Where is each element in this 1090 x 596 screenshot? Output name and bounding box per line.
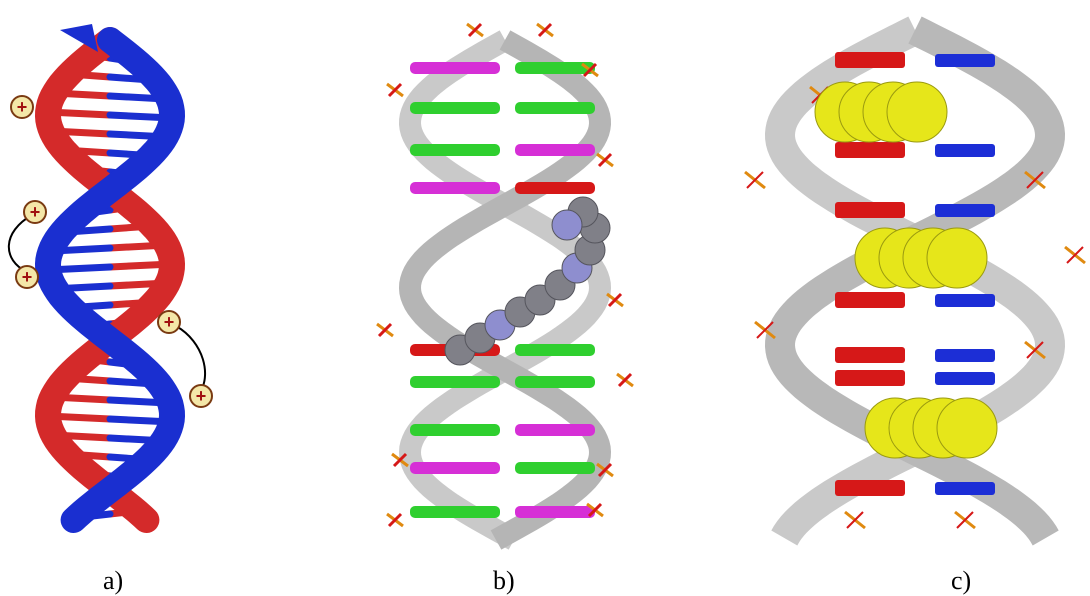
base-slab [515, 344, 595, 356]
base-slab [410, 376, 500, 388]
base-slab [515, 62, 595, 74]
base-slab [835, 370, 905, 386]
backbone-ribbons [398, 30, 612, 550]
plus-charge-icon: + [15, 265, 39, 289]
base-slab [935, 294, 995, 307]
phosphate-stick [597, 152, 613, 168]
svg-text:+: + [164, 312, 175, 332]
svg-text:+: + [196, 386, 207, 406]
base-slab [835, 480, 905, 496]
double-helix-illustration: + + + + + [7, 24, 213, 533]
base-slab [410, 62, 500, 74]
plus-charge-icon: + [10, 95, 34, 119]
red-strand [34, 27, 186, 533]
arrow-head-icon [60, 24, 98, 52]
caption-b: b) [493, 566, 515, 595]
phosphate-stick [1026, 171, 1044, 189]
connector-arc [175, 325, 207, 395]
phosphate-stick [377, 322, 393, 338]
phosphate-stick [582, 62, 598, 78]
phosphate-stick [617, 372, 633, 388]
phosphate-stick [597, 462, 613, 478]
backbone-ribbon [398, 30, 612, 550]
svg-text:+: + [30, 202, 41, 222]
phosphate-stick [467, 22, 483, 38]
base-pair-slabs [835, 52, 995, 496]
base-slab [515, 102, 595, 114]
blue-strand [34, 27, 186, 533]
connector-arc [7, 214, 33, 273]
phosphate-stick [1066, 246, 1084, 264]
base-slab [935, 482, 995, 495]
base-slab [935, 144, 995, 157]
phosphate-stick [607, 292, 623, 308]
base-slab [410, 102, 500, 114]
panel-c-sphere-helix [735, 0, 1090, 560]
yellow-sphere [936, 397, 998, 459]
backbone-ribbon [398, 30, 612, 550]
ligand-helix-illustration [376, 22, 634, 550]
phosphate-sticks [376, 22, 634, 528]
panel-a-double-helix: + + + + + [0, 0, 230, 560]
base-slab [515, 144, 595, 156]
phosphate-stick [587, 502, 603, 518]
base-slab [935, 349, 995, 362]
plus-charge-icon: + [189, 384, 213, 408]
base-slab [835, 52, 905, 68]
base-slab [515, 506, 595, 518]
phosphate-stick [387, 82, 403, 98]
phosphate-stick [537, 22, 553, 38]
ligand-spheres [444, 196, 611, 366]
yellow-sphere-clusters [814, 81, 998, 459]
base-slab [835, 292, 905, 308]
base-slab [410, 506, 500, 518]
svg-text:+: + [17, 97, 28, 117]
phosphate-stick [1026, 341, 1044, 359]
phosphate-stick [756, 321, 774, 339]
phosphate-stick [387, 512, 403, 528]
base-slab [515, 182, 595, 194]
base-slab [515, 424, 595, 436]
base-slab [935, 372, 995, 385]
base-slab [835, 347, 905, 363]
yellow-sphere [886, 81, 948, 143]
ligand-atom [551, 209, 583, 241]
base-slab [515, 376, 595, 388]
base-slab [410, 424, 500, 436]
base-slab [515, 462, 595, 474]
base-slab [410, 144, 500, 156]
sphere-helix-illustration [744, 16, 1086, 546]
base-slab [410, 182, 500, 194]
phosphate-stick [846, 511, 864, 529]
yellow-sphere [926, 227, 988, 289]
plus-charge-icon: + [23, 200, 47, 224]
phosphate-stick [746, 171, 764, 189]
base-slab [410, 462, 500, 474]
panel-b-ligand-helix [355, 0, 675, 560]
base-slab [935, 204, 995, 217]
svg-text:+: + [22, 267, 33, 287]
charge-markers: + + + + + [7, 95, 213, 408]
base-slab [835, 202, 905, 218]
phosphate-stick [956, 511, 974, 529]
base-slab [935, 54, 995, 67]
base-slab [835, 142, 905, 158]
phosphate-stick [392, 452, 408, 468]
caption-a: a) [103, 566, 124, 595]
caption-c: c) [951, 566, 972, 595]
plus-charge-icon: + [157, 310, 181, 334]
